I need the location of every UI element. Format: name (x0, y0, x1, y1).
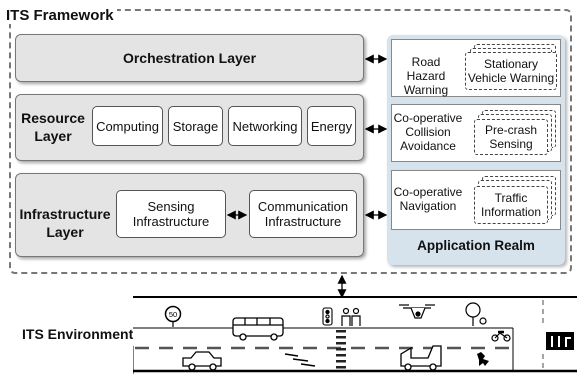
pedestrians-icon (341, 307, 361, 326)
resource-layer-title: Resource Layer (18, 109, 88, 145)
app2-line3: Avoidance (400, 139, 456, 153)
infrastructure-title-line2: Layer (46, 224, 84, 240)
app2-sub-line1: Pre-crash (484, 123, 537, 137)
sensing-infrastructure-box: Sensing Infrastructure (116, 190, 226, 238)
app2-line1: Co-operative (393, 111, 463, 125)
bus-icon (232, 317, 284, 341)
app3-line2: Navigation (399, 199, 457, 213)
truck-icon (400, 345, 442, 371)
sensing-line2: Infrastructure (132, 214, 210, 229)
app1-sub-line1: Stationary (483, 57, 539, 71)
orchestration-layer-title: Orchestration Layer (122, 50, 257, 66)
car-icon (182, 351, 222, 371)
orchestration-layer: Orchestration Layer (15, 34, 364, 82)
app1-line2: Warning (403, 83, 449, 97)
resource-layer: Resource Layer Computing Storage Network… (15, 94, 364, 161)
infrastructure-layer-title: Infrastructure Layer (16, 205, 114, 241)
speed-limit-value: 50 (169, 310, 177, 319)
comm-line1: Communication (257, 199, 349, 214)
sensing-line1: Sensing (147, 199, 195, 214)
its-framework-frame (9, 9, 572, 274)
app3-line1: Co-operative (393, 185, 463, 199)
road-scene: 50 (133, 296, 577, 374)
app3-sub-line2: Information (480, 205, 542, 219)
resource-title-line2: Layer (34, 128, 72, 144)
app2-sub-line2: Sensing (489, 137, 533, 151)
motion-marks (284, 353, 316, 367)
app2-line2: Collision (405, 125, 451, 139)
infrastructure-layer: Infrastructure Layer Sensing Infrastruct… (15, 173, 364, 257)
stationary-vehicle-warning-card: Stationary Vehicle Warning (465, 52, 557, 90)
comm-line2: Infrastructure (264, 214, 342, 229)
storage-box: Storage (168, 106, 223, 146)
dog-icon (477, 352, 489, 366)
infrastructure-title-line1: Infrastructure (19, 206, 111, 222)
app1-line1: Road Hazard (406, 55, 446, 83)
its-environment-label: ITS Environment (22, 326, 134, 342)
motorcycle-icon (491, 330, 511, 342)
communication-infrastructure-box: Communication Infrastructure (249, 190, 357, 238)
app1-sub-line2: Vehicle Warning (467, 71, 555, 85)
traffic-light-icon (322, 307, 333, 326)
app-label-collision-avoidance: Co-operative Collision Avoidance (393, 111, 463, 153)
zebra-crossing (336, 330, 346, 369)
pre-crash-sensing-card: Pre-crash Sensing (474, 119, 548, 155)
energy-box: Energy (307, 106, 356, 146)
drone-icon (399, 304, 435, 319)
speed-limit-sign-icon: 50 (164, 305, 182, 327)
app-label-navigation: Co-operative Navigation (393, 185, 463, 213)
resource-title-line1: Resource (21, 110, 85, 126)
app-label-road-hazard: Road Hazard Warning (393, 55, 459, 97)
application-realm-title: Application Realm (417, 238, 535, 253)
framework-title: ITS Framework (3, 7, 117, 24)
tree-icon (465, 302, 487, 326)
traffic-information-card: Traffic Information (474, 186, 548, 224)
lane-sign-icon (546, 332, 574, 350)
computing-box: Computing (92, 106, 163, 146)
app3-sub-line1: Traffic (494, 191, 528, 205)
networking-box: Networking (228, 106, 302, 146)
